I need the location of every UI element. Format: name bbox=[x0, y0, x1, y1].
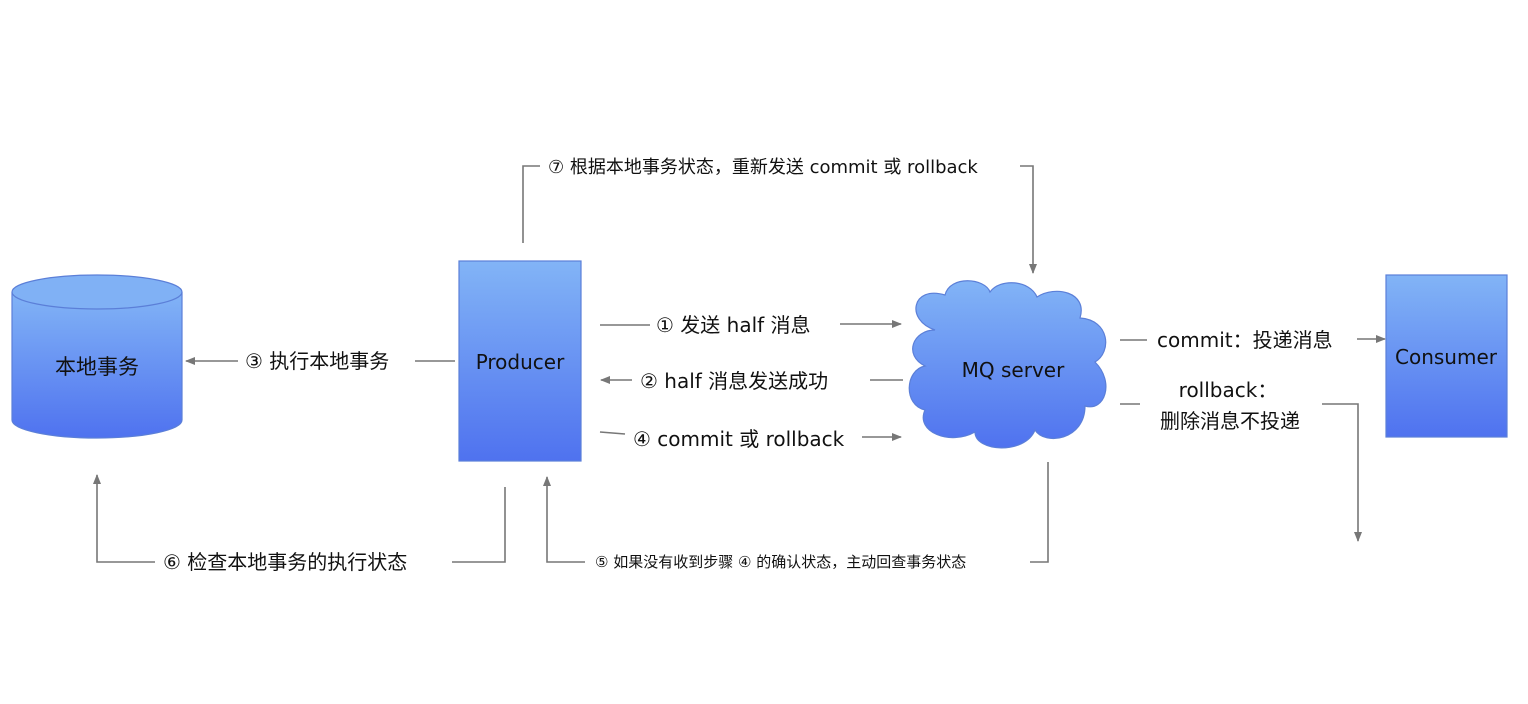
step7-label: ⑦ 根据本地事务状态，重新发送 commit 或 rollback bbox=[548, 157, 978, 178]
local-transaction-label: 本地事务 bbox=[55, 355, 139, 379]
edge-rollback: rollback： 删除消息不投递 bbox=[1120, 378, 1362, 542]
edge-step2: ② half 消息发送成功 bbox=[600, 369, 903, 393]
local-transaction-database[interactable]: 本地事务 bbox=[11, 274, 183, 439]
edge-step4: ④ commit 或 rollback bbox=[599, 427, 902, 451]
edge-step3: ③ 执行本地事务 bbox=[185, 349, 455, 373]
consumer-label: Consumer bbox=[1395, 345, 1498, 369]
producer-label: Producer bbox=[476, 350, 565, 374]
consumer-node[interactable]: Consumer bbox=[1385, 274, 1508, 438]
rollback-label-line1: rollback： bbox=[1179, 378, 1278, 402]
edge-step5: ⑤ 如果没有收到步骤 ④ 的确认状态，主动回查事务状态 bbox=[543, 462, 1049, 571]
step2-label: ② half 消息发送成功 bbox=[640, 369, 828, 393]
rollback-label-line2: 删除消息不投递 bbox=[1160, 409, 1300, 433]
commit-label: commit：投递消息 bbox=[1157, 328, 1333, 352]
edge-step1: ① 发送 half 消息 bbox=[600, 313, 902, 337]
edge-step7: ⑦ 根据本地事务状态，重新发送 commit 或 rollback bbox=[522, 157, 1037, 274]
step5-label: ⑤ 如果没有收到步骤 ④ 的确认状态，主动回查事务状态 bbox=[595, 553, 966, 571]
step1-label: ① 发送 half 消息 bbox=[656, 313, 811, 337]
edge-commit: commit：投递消息 bbox=[1120, 328, 1386, 352]
mq-server-label: MQ server bbox=[962, 358, 1065, 382]
step6-label: ⑥ 检查本地事务的执行状态 bbox=[163, 550, 407, 574]
mq-server-node[interactable]: MQ server bbox=[908, 280, 1107, 449]
edge-step6: ⑥ 检查本地事务的执行状态 bbox=[93, 474, 506, 574]
step3-label: ③ 执行本地事务 bbox=[245, 349, 389, 373]
step4-label: ④ commit 或 rollback bbox=[633, 427, 845, 451]
producer-node[interactable]: Producer bbox=[458, 260, 582, 462]
